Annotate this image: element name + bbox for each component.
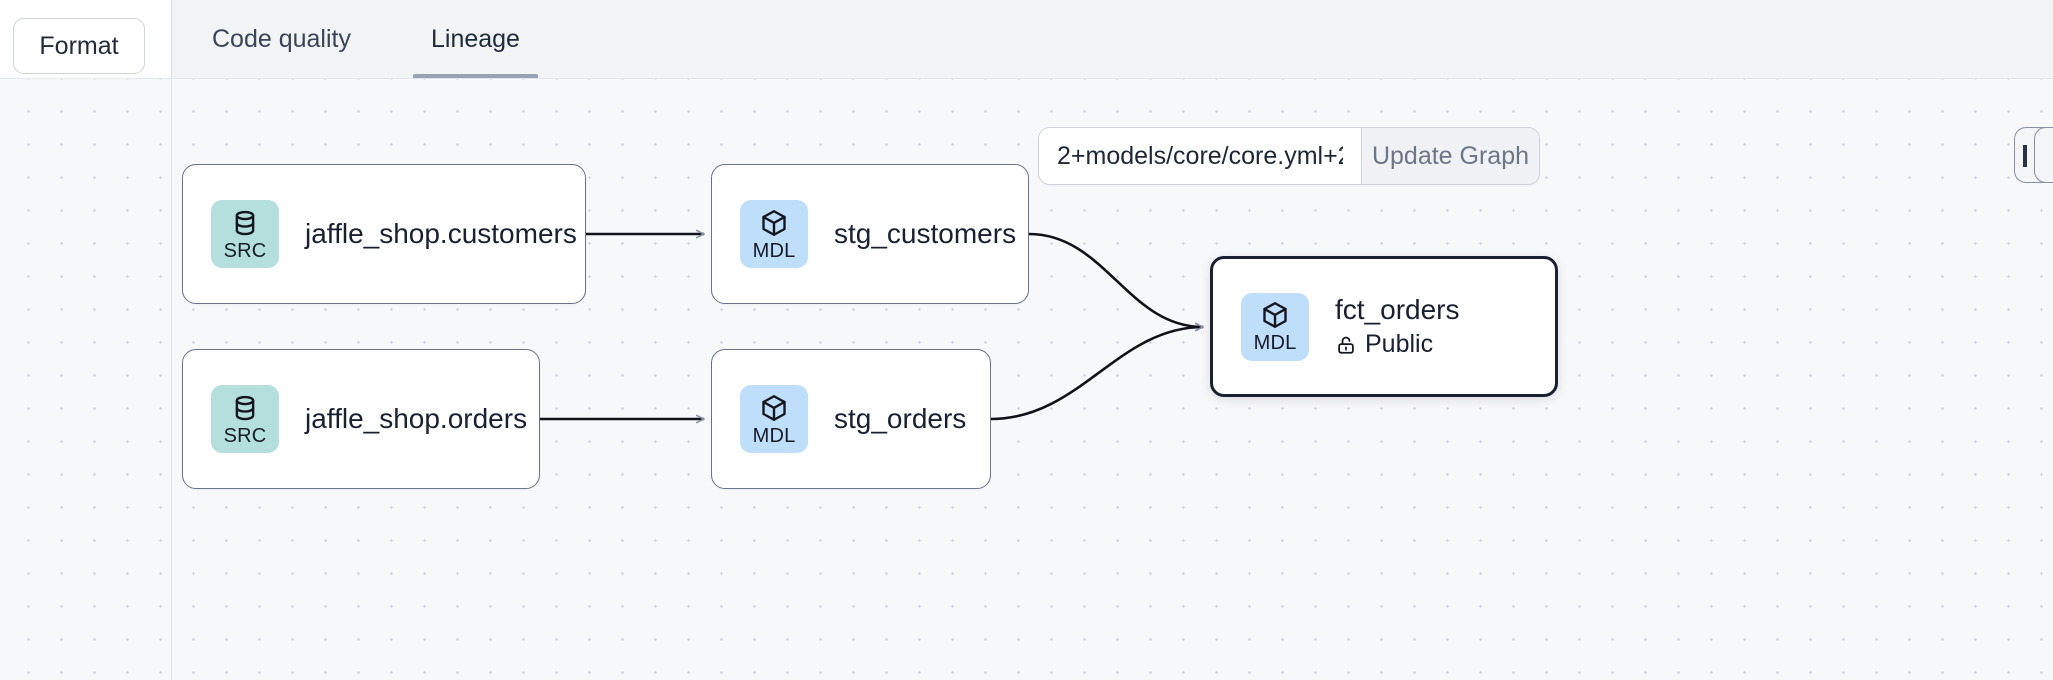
cube-icon <box>759 208 789 238</box>
graph-selector-input[interactable] <box>1039 128 1361 184</box>
format-button-container: Format <box>0 0 172 79</box>
toolbar-divider <box>0 78 2053 79</box>
node-access-row: Public <box>1335 330 1460 359</box>
node-text-block: stg_customers <box>834 218 1016 250</box>
edge-stg-orders-to-fct-orders <box>990 327 1203 421</box>
node-text-block: stg_orders <box>834 403 966 435</box>
node-text-block: jaffle_shop.customers <box>305 218 577 250</box>
canvas-control-partial-right[interactable] <box>2034 127 2053 183</box>
node-access-label: Public <box>1365 330 1434 359</box>
unlock-icon <box>1335 334 1357 356</box>
lineage-node-fct-orders[interactable]: MDL fct_orders Public <box>1210 256 1558 397</box>
top-toolbar: Format Code quality Lineage <box>0 0 2053 79</box>
node-badge-label: MDL <box>1253 332 1297 354</box>
tab-code-quality[interactable]: Code quality <box>212 25 351 53</box>
node-badge-mdl: MDL <box>1241 292 1309 361</box>
format-button[interactable]: Format <box>13 18 145 74</box>
node-title: jaffle_shop.orders <box>305 402 528 434</box>
cube-icon <box>759 393 789 423</box>
graph-selector-group: Update Graph <box>1038 127 1540 185</box>
node-title: stg_customers <box>834 217 1017 249</box>
node-badge-mdl: MDL <box>740 200 808 268</box>
node-badge-src: SRC <box>211 200 279 268</box>
database-icon <box>230 208 260 238</box>
node-badge-label: SRC <box>223 424 267 447</box>
node-badge-label: MDL <box>752 424 796 447</box>
node-title: stg_orders <box>834 402 967 434</box>
update-graph-button[interactable]: Update Graph <box>1361 128 1539 184</box>
node-badge-label: MDL <box>752 239 796 262</box>
cube-icon <box>1260 300 1290 330</box>
edge-stg-customers-to-fct-orders <box>1028 232 1203 327</box>
tab-bar: Code quality Lineage <box>172 0 560 79</box>
lineage-canvas[interactable]: SRC jaffle_shop.customers MDL stg_custo <box>0 79 2053 680</box>
canvas-left-edge <box>171 79 172 680</box>
node-text-block: jaffle_shop.orders <box>305 403 527 435</box>
node-text-block: fct_orders Public <box>1335 294 1460 359</box>
database-icon <box>230 393 260 423</box>
lineage-node-jaffle-shop-orders[interactable]: SRC jaffle_shop.orders <box>182 349 540 489</box>
node-badge-label: SRC <box>223 239 267 262</box>
lineage-node-stg-customers[interactable]: MDL stg_customers <box>711 164 1029 304</box>
lineage-node-stg-orders[interactable]: MDL stg_orders <box>711 349 991 489</box>
node-badge-mdl: MDL <box>740 385 808 453</box>
node-title: fct_orders <box>1335 293 1460 325</box>
lineage-node-jaffle-shop-customers[interactable]: SRC jaffle_shop.customers <box>182 164 586 304</box>
node-badge-src: SRC <box>211 385 279 453</box>
tab-lineage[interactable]: Lineage <box>391 0 560 79</box>
node-title: jaffle_shop.customers <box>305 217 577 249</box>
